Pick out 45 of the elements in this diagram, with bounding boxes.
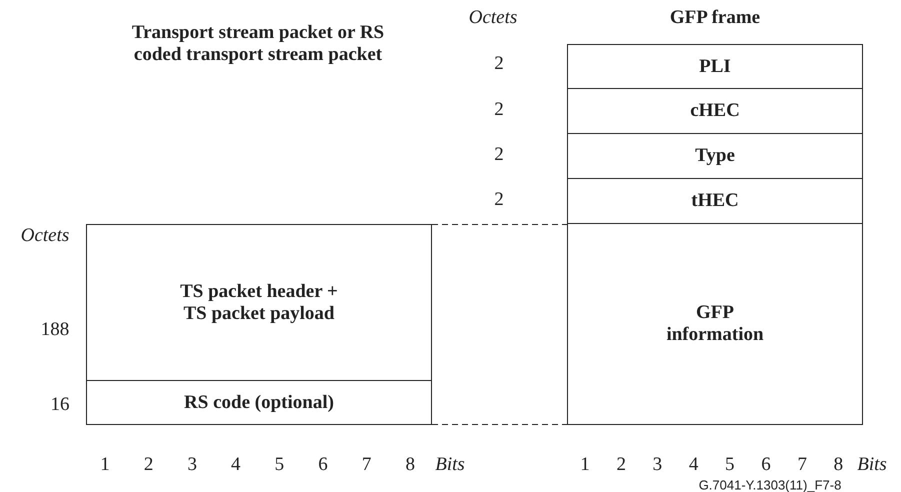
bit-number: 4 bbox=[688, 454, 698, 476]
bit-number: 2 bbox=[616, 454, 626, 476]
bit-number: 5 bbox=[274, 454, 284, 476]
octet-count: 16 bbox=[50, 394, 70, 416]
dashed-connector bbox=[432, 224, 568, 225]
bit-number: 8 bbox=[405, 454, 415, 476]
octet-count: 188 bbox=[40, 319, 70, 341]
bit-number: 6 bbox=[761, 454, 771, 476]
packet-field-box bbox=[86, 380, 432, 425]
bit-number: 8 bbox=[834, 454, 844, 476]
frame-field-box bbox=[567, 88, 863, 134]
unit-label: Octets bbox=[20, 225, 70, 247]
frame-field-box bbox=[567, 223, 863, 425]
field-label: TS packet header + TS packet payload bbox=[180, 280, 338, 324]
figure-reference: G.7041-Y.1303(11)_F7-8 bbox=[698, 478, 842, 492]
frame-field-box bbox=[567, 133, 863, 179]
bit-number: 2 bbox=[144, 454, 154, 476]
field-label: GFP information bbox=[665, 302, 765, 346]
octet-count: 2 bbox=[494, 144, 504, 166]
bit-number: 7 bbox=[362, 454, 372, 476]
bit-number: 7 bbox=[797, 454, 807, 476]
frame-field-box bbox=[567, 178, 863, 224]
frame-field-box bbox=[567, 44, 863, 89]
heading: GFP frame bbox=[670, 7, 760, 29]
field-label: tHEC bbox=[691, 190, 739, 212]
field-label: Type bbox=[695, 145, 735, 167]
bit-number: 1 bbox=[100, 454, 110, 476]
bit-number: 4 bbox=[231, 454, 241, 476]
field-label: RS code (optional) bbox=[184, 392, 334, 414]
dashed-connector bbox=[432, 424, 568, 425]
unit-label: Bits bbox=[857, 454, 887, 476]
heading: Transport stream packet or RS coded transport stream packet bbox=[130, 22, 386, 66]
field-label: cHEC bbox=[690, 100, 740, 122]
bit-number: 3 bbox=[652, 454, 662, 476]
packet-field-box bbox=[86, 224, 432, 381]
bit-number: 6 bbox=[318, 454, 328, 476]
octet-count: 2 bbox=[494, 189, 504, 211]
bit-number: 1 bbox=[580, 454, 590, 476]
bit-number: 5 bbox=[725, 454, 735, 476]
unit-label: Bits bbox=[435, 454, 465, 476]
field-label: PLI bbox=[699, 56, 731, 78]
bit-number: 3 bbox=[187, 454, 197, 476]
octet-count: 2 bbox=[494, 53, 504, 75]
unit-label: Octets bbox=[468, 7, 518, 29]
octet-count: 2 bbox=[494, 99, 504, 121]
